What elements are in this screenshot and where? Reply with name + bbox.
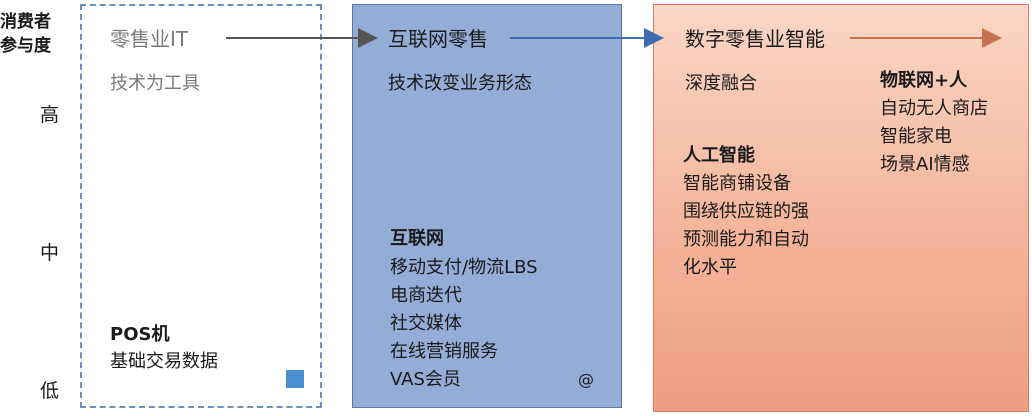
square-marker bbox=[286, 370, 304, 388]
axis-level-low: 低 bbox=[40, 380, 60, 402]
stage-retail-it-subtitle: 技术为工具 bbox=[110, 73, 200, 94]
pos-group-title: POS机 bbox=[110, 324, 170, 345]
internet-group-title: 互联网 bbox=[390, 228, 444, 249]
axis-title: 消费者 参与度 bbox=[0, 10, 62, 58]
axis-title-line1: 消费者 bbox=[0, 12, 51, 32]
list-item: 电商迭代 bbox=[390, 285, 462, 306]
stage-retail-it-box bbox=[80, 4, 322, 408]
axis-level-high: 高 bbox=[40, 104, 60, 126]
at-symbol: @ bbox=[578, 370, 594, 389]
stage-internet-retail-box bbox=[352, 4, 622, 408]
stage-digital-smart-retail-title: 数字零售业智能 bbox=[685, 27, 825, 51]
ai-group-list: 智能商铺设备 围绕供应链的强 预测能力和自动 化水平 bbox=[683, 170, 809, 282]
list-item: 预测能力和自动 bbox=[683, 229, 809, 250]
axis-title-line2: 参与度 bbox=[0, 36, 51, 56]
list-item: 自动无人商店 bbox=[880, 98, 988, 119]
list-item: 智能商铺设备 bbox=[683, 173, 791, 194]
list-item: VAS会员 bbox=[390, 369, 461, 390]
pos-group-item: 基础交易数据 bbox=[110, 351, 218, 372]
axis-level-mid: 中 bbox=[40, 242, 60, 264]
stage-internet-retail-title: 互联网零售 bbox=[388, 27, 488, 51]
iot-group-list: 自动无人商店 智能家电 场景AI情感 bbox=[880, 95, 988, 179]
stage-retail-it-title: 零售业IT bbox=[110, 27, 189, 51]
list-item: 移动支付/物流LBS bbox=[390, 257, 538, 278]
list-item: 化水平 bbox=[683, 257, 737, 278]
stage-digital-smart-retail-box bbox=[653, 4, 1029, 412]
list-item: 在线营销服务 bbox=[390, 341, 498, 362]
ai-group-title: 人工智能 bbox=[683, 145, 755, 166]
stage-digital-smart-retail-subtitle: 深度融合 bbox=[685, 73, 757, 94]
iot-group-title: 物联网+人 bbox=[880, 70, 968, 91]
list-item: 围绕供应链的强 bbox=[683, 201, 809, 222]
list-item: 智能家电 bbox=[880, 126, 952, 147]
list-item: 社交媒体 bbox=[390, 313, 462, 334]
list-item: 场景AI情感 bbox=[880, 154, 970, 175]
internet-group-list: 移动支付/物流LBS 电商迭代 社交媒体 在线营销服务 VAS会员 bbox=[390, 254, 538, 394]
stage-internet-retail-subtitle: 技术改变业务形态 bbox=[388, 73, 532, 94]
